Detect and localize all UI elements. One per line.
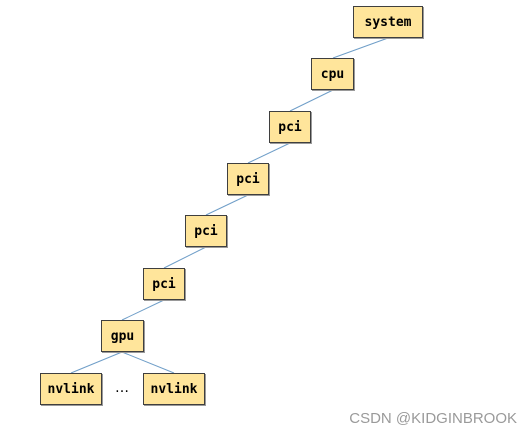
sibling-ellipsis: …: [115, 380, 129, 396]
node-system: system: [353, 6, 423, 38]
edge-pci4-gpu: [121, 299, 165, 321]
node-pci-3: pci: [185, 215, 227, 247]
edge-pci1-pci2: [247, 142, 291, 164]
node-pci-2: pci: [227, 163, 269, 195]
node-cpu: cpu: [311, 58, 354, 90]
node-gpu: gpu: [101, 320, 144, 352]
node-nvlink-2: nvlink: [143, 373, 205, 405]
edge-pci3-pci4: [163, 246, 207, 269]
edge-gpu-nvlink1: [70, 351, 123, 374]
node-pci-4: pci: [143, 268, 185, 300]
edge-pci2-pci3: [205, 194, 249, 216]
edge-system-cpu: [332, 37, 389, 59]
node-pci-1: pci: [269, 111, 311, 143]
edge-gpu-nvlink2: [121, 351, 175, 374]
node-nvlink-1: nvlink: [40, 373, 102, 405]
watermark: CSDN @KIDGINBROOK: [349, 410, 517, 427]
edge-cpu-pci1: [289, 89, 334, 112]
